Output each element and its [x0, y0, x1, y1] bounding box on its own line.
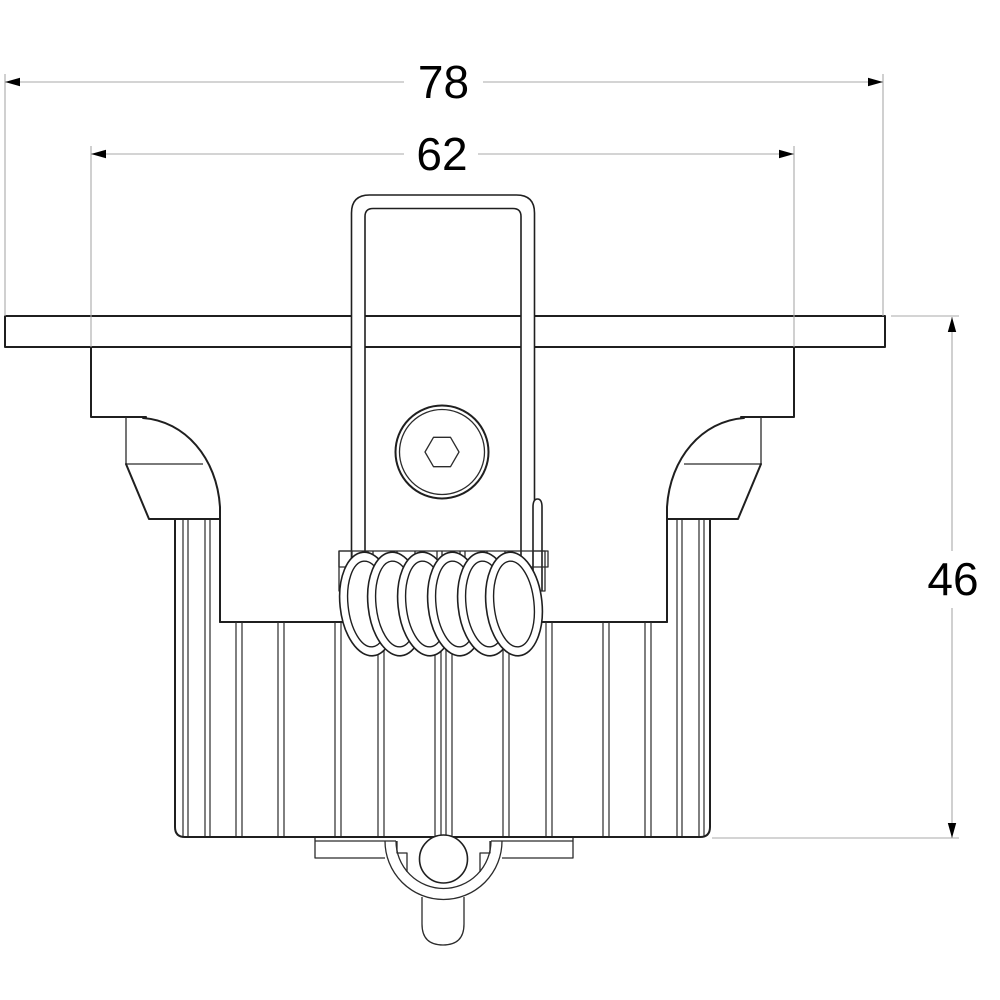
arrowhead-right — [779, 149, 794, 159]
arrowhead-right — [868, 77, 883, 87]
clamp-notch — [396, 841, 491, 872]
arrowhead-left — [5, 77, 20, 87]
adjustment-knob — [418, 834, 469, 884]
dimension-label-78: 78 — [418, 56, 469, 108]
clamp-arch-inner — [395, 840, 492, 890]
screw-inner-circle — [398, 408, 486, 496]
screw-outer-circle — [394, 404, 490, 500]
dimension-height-46: 46 — [712, 315, 979, 839]
hex-socket — [424, 436, 460, 468]
housing-profile-right — [666, 417, 745, 623]
fin-lines-center — [235, 622, 652, 836]
arrowhead-top — [947, 317, 957, 332]
dimension-width-78: 78 — [4, 56, 884, 316]
dimension-width-62: 62 — [90, 128, 795, 347]
spring-coils — [338, 551, 544, 657]
arrowhead-bottom — [947, 823, 957, 838]
arrowhead-left — [91, 149, 106, 159]
housing-body — [90, 346, 795, 623]
hex-socket-screw — [394, 404, 490, 500]
dimension-label-62: 62 — [416, 128, 467, 180]
cable-clamp — [314, 834, 574, 946]
extension-lines — [90, 146, 795, 347]
clamp-arch-outer — [384, 840, 503, 901]
extension-lines — [712, 315, 959, 839]
cable-stub — [421, 897, 465, 946]
dimension-label-46: 46 — [927, 553, 978, 605]
fin-lines-outer — [182, 520, 705, 836]
extension-lines — [4, 74, 884, 316]
trim-flange — [4, 315, 886, 348]
retaining-spring — [338, 550, 549, 657]
bracket-latch-bar — [532, 498, 543, 591]
housing-profile-left — [142, 417, 221, 623]
